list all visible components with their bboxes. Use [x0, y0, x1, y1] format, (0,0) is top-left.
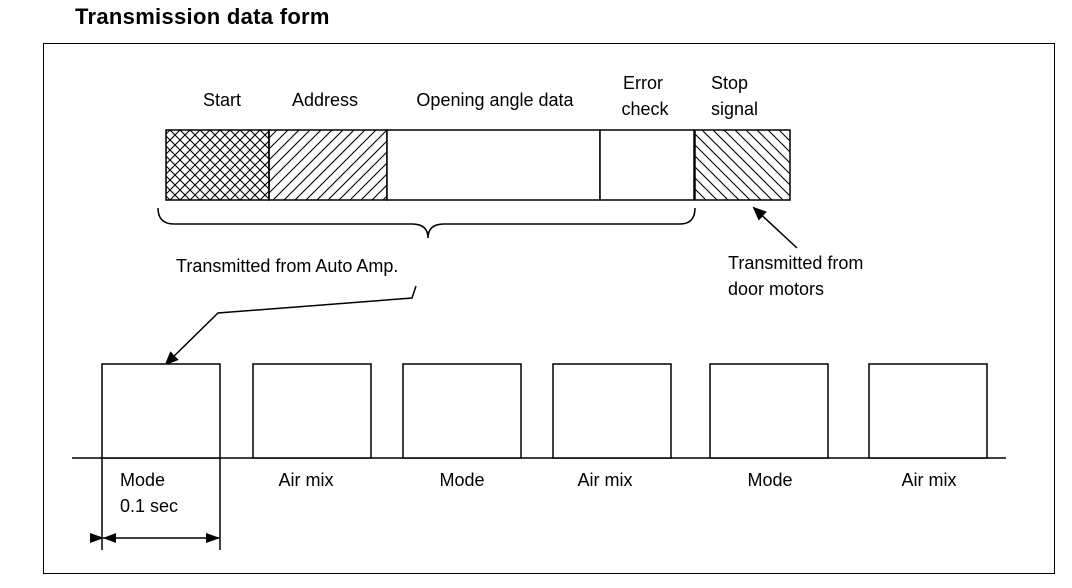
pulse-2	[252, 363, 372, 459]
diagram-title: Transmission data form	[75, 4, 330, 29]
pulse-label-6: Air mix	[901, 470, 957, 490]
pulse-label-1: Mode	[120, 470, 166, 490]
pulse-4	[552, 363, 672, 459]
pulse-6	[868, 363, 988, 459]
door-motors-arrow	[752, 206, 798, 249]
pulse-3	[402, 363, 522, 459]
label-address: Address	[291, 90, 359, 110]
pulse-5	[709, 363, 829, 459]
duration-arrowhead-left	[103, 533, 116, 543]
note-auto-amp: Transmitted from Auto Amp.	[176, 256, 399, 276]
label-stop-signal-line1: Stop	[711, 73, 749, 93]
segment-error-check	[599, 129, 695, 201]
segment-address	[268, 129, 388, 201]
diagram-frame	[43, 43, 1055, 574]
label-error-check-line1: Error	[623, 73, 663, 93]
pulse-1	[101, 363, 221, 459]
segment-opening-angle-data	[386, 129, 601, 201]
label-opening-angle-data: Opening angle data	[416, 90, 574, 110]
pulse-label-3: Mode	[439, 470, 485, 490]
label-start: Start	[202, 90, 242, 110]
note-door-motors-line1: Transmitted from	[728, 253, 864, 273]
auto-amp-brace	[157, 207, 696, 239]
label-stop-signal-line2: signal	[711, 99, 759, 119]
segment-stop-signal	[694, 129, 791, 201]
pulse-label-5: Mode	[747, 470, 793, 490]
pulse-duration-label: 0.1 sec	[120, 496, 179, 516]
auto-amp-arrow	[164, 285, 417, 366]
pulse-label-4: Air mix	[577, 470, 633, 490]
label-error-check-line2: check	[621, 99, 669, 119]
pulse-label-2: Air mix	[278, 470, 334, 490]
segment-start	[165, 129, 270, 201]
note-door-motors-line2: door motors	[728, 279, 825, 299]
